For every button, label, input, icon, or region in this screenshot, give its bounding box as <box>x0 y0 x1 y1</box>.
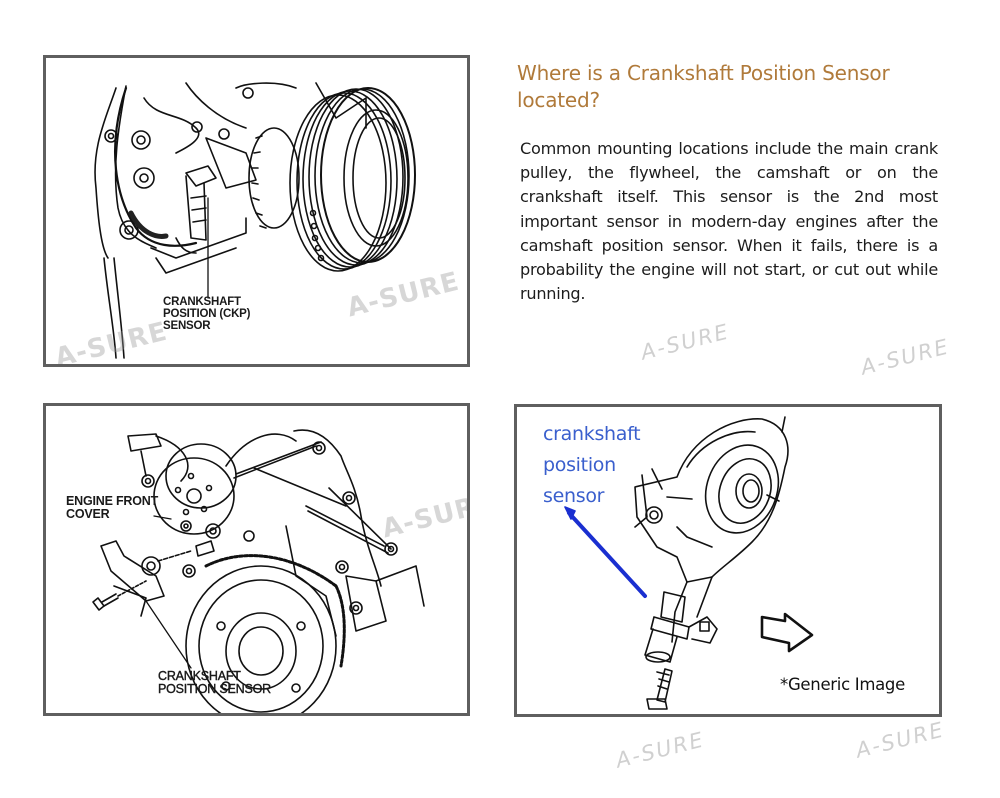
caption-line: SENSOR <box>163 320 211 332</box>
figure-generic-sensor: crankshaft position sensor *Generic Imag… <box>514 404 942 717</box>
generic-image-note: *Generic Image <box>780 675 905 694</box>
callout-line: ENGINE FRONT <box>66 494 159 508</box>
watermark: A-SURE <box>613 727 708 773</box>
watermark: A-SURE <box>853 717 948 763</box>
article-body: Common mounting locations include the ma… <box>520 139 938 304</box>
label-line: position <box>543 454 616 476</box>
crankshaft-sensor-callout: CRANKSHAFT POSITION SENSOR <box>158 669 272 696</box>
label-line: crankshaft <box>543 423 641 445</box>
caption-line: CRANKSHAFT <box>163 296 241 308</box>
article-heading: Where is a Crankshaft Position Sensor lo… <box>517 61 890 112</box>
label-line: sensor <box>543 485 605 507</box>
engine-front-cover-callout: ENGINE FRONT COVER <box>66 495 158 520</box>
sensor-label: crankshaft position sensor <box>543 419 641 512</box>
callout-line: CRANKSHAFT <box>158 669 241 683</box>
ckp-sensor-caption: CRANKSHAFT POSITION (CKP) SENSOR <box>163 296 250 332</box>
caption-line: POSITION (CKP) <box>163 308 251 320</box>
figure-engine-front-cover: ENGINE FRONT COVER CRANKSHAFT POSITION S… <box>43 403 470 716</box>
figure-crank-pulley: CRANKSHAFT POSITION (CKP) SENSOR A-SURE … <box>43 55 470 367</box>
watermark: A-SURE <box>858 334 953 380</box>
callout-line: COVER <box>66 506 110 521</box>
engine-front-drawing <box>92 429 425 713</box>
engine-pulley-drawing <box>94 82 416 359</box>
sensor-drawing <box>564 416 814 710</box>
callout-line: POSITION SENSOR <box>158 681 272 696</box>
watermark: A-SURE <box>638 319 733 365</box>
